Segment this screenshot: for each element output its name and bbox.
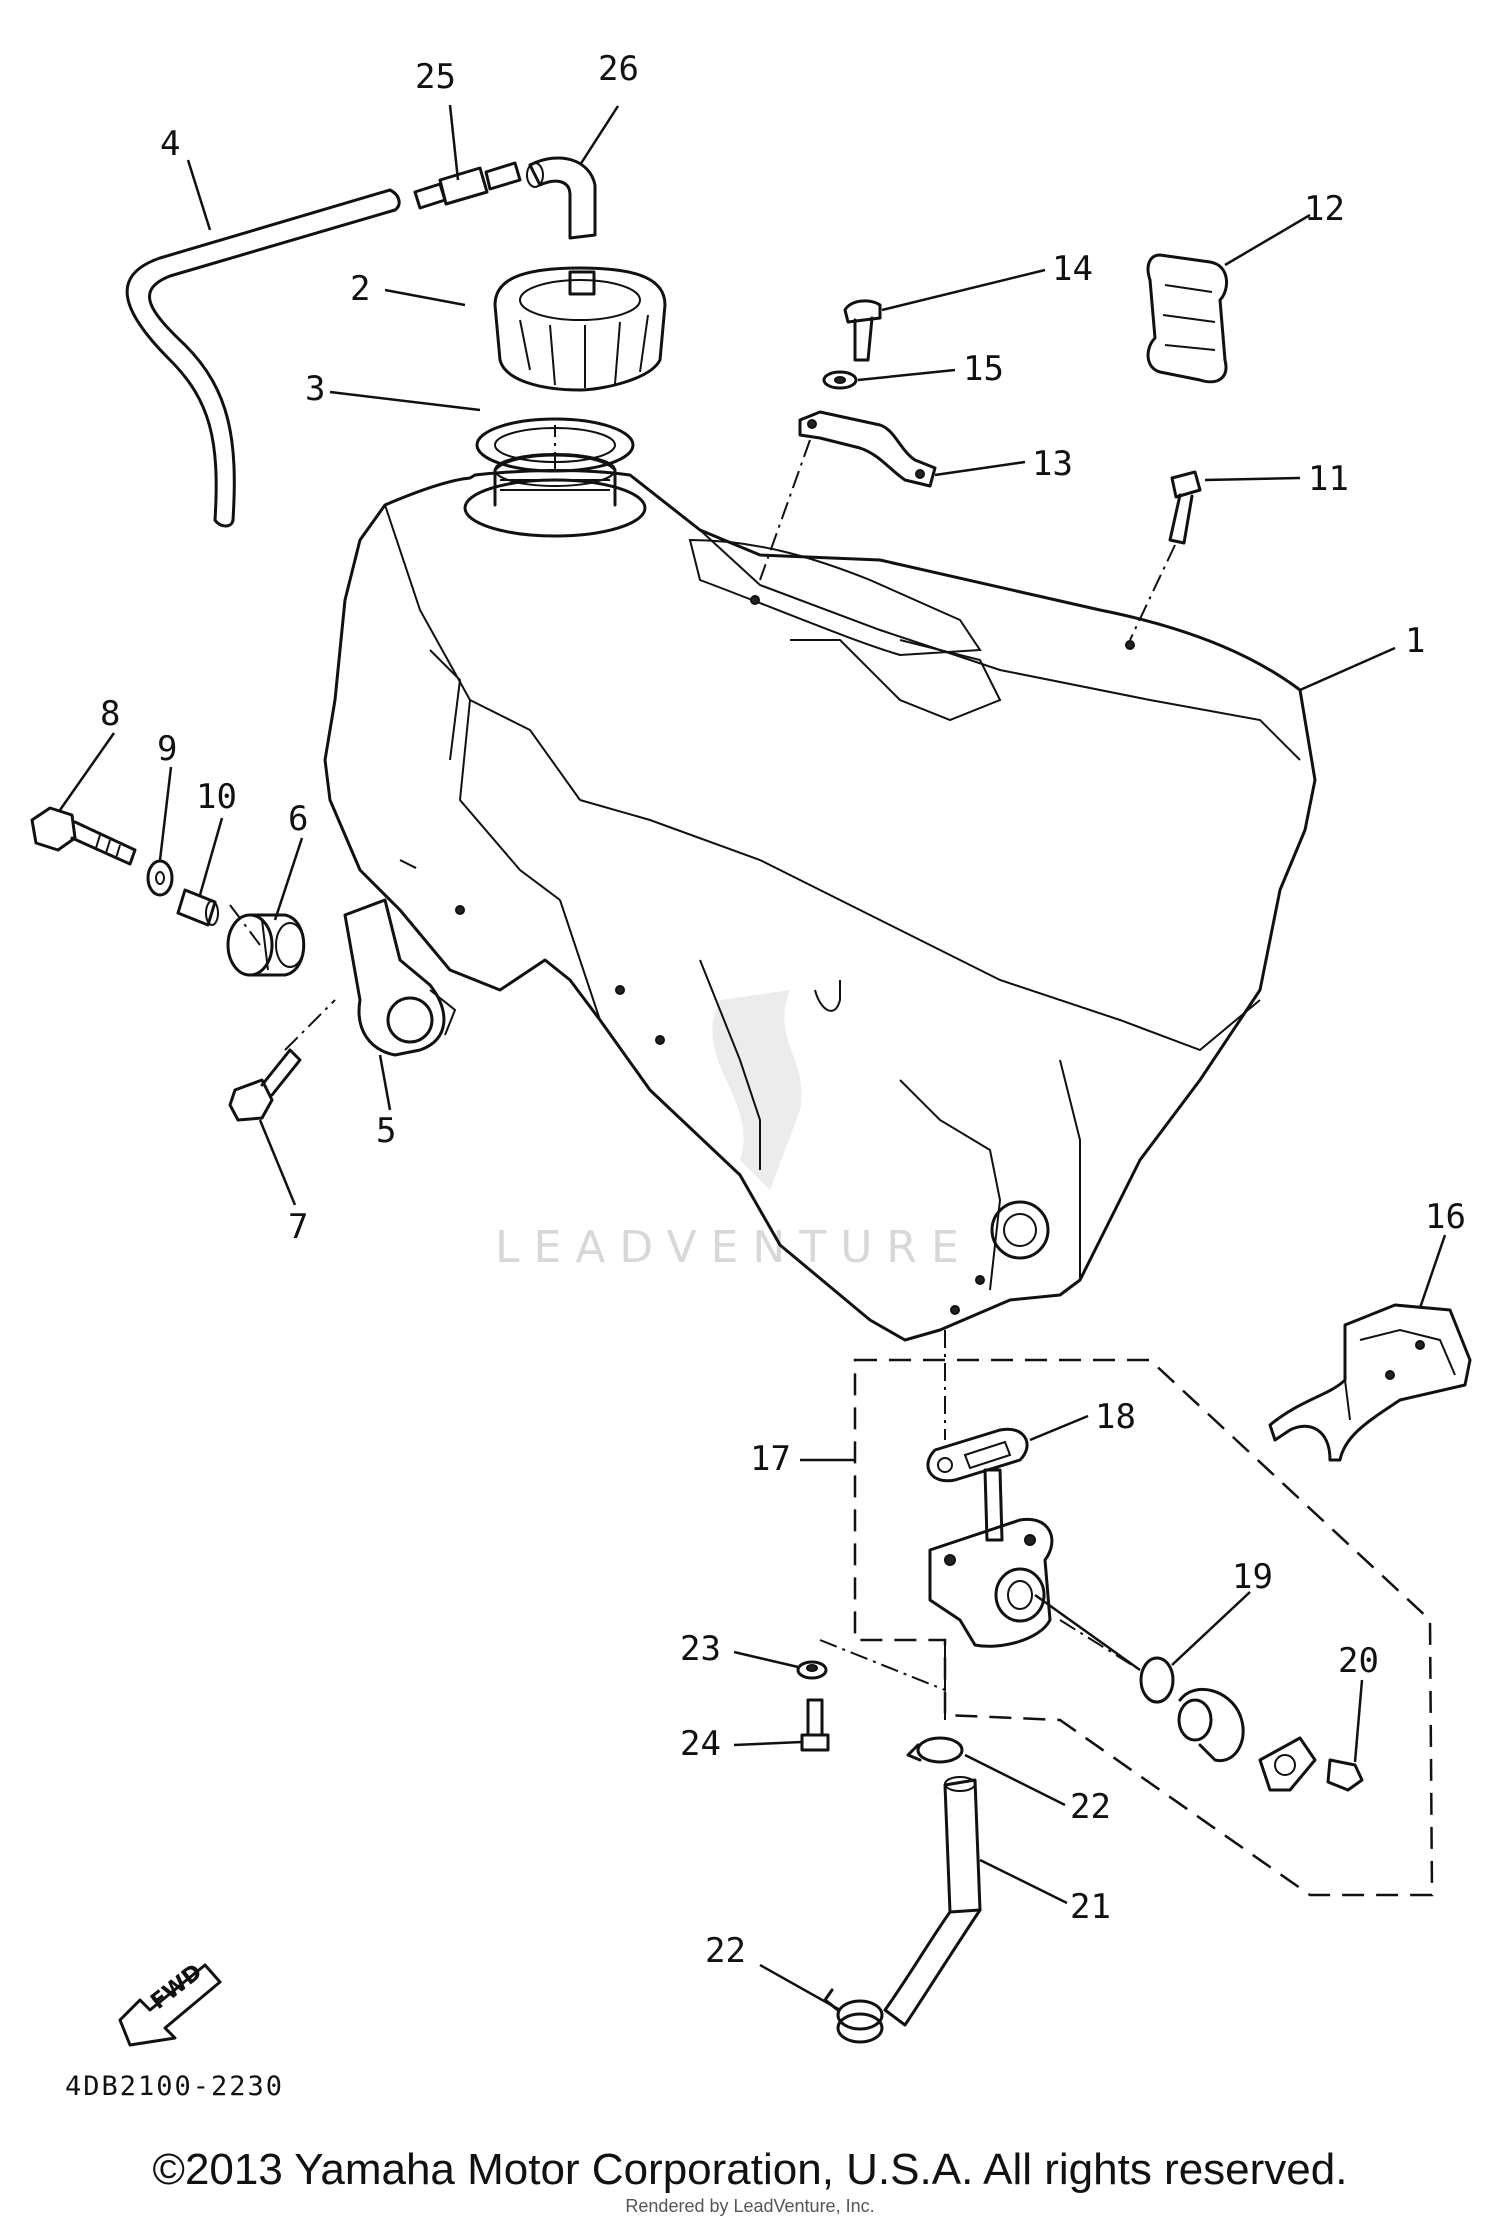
fuel-cock-body xyxy=(928,1468,1054,1648)
bracket-part-5 xyxy=(343,898,457,1057)
callout-1: 1 xyxy=(1405,621,1425,661)
callout-15: 15 xyxy=(963,349,1004,389)
callout-6: 6 xyxy=(288,799,308,839)
callout-20: 20 xyxy=(1338,1641,1379,1681)
callout-19: 19 xyxy=(1232,1557,1273,1597)
fuel-cap-part-2 xyxy=(493,266,667,392)
screw-part-14 xyxy=(843,299,882,362)
callout-18: 18 xyxy=(1095,1397,1136,1437)
callout-3: 3 xyxy=(305,369,325,409)
lever-part-20-group xyxy=(1177,1687,1364,1792)
callout-4: 4 xyxy=(160,124,180,164)
band-part-12 xyxy=(1146,253,1229,384)
callout-11: 11 xyxy=(1308,459,1349,499)
fwd-arrow-icon: FWD xyxy=(118,1960,222,2047)
callout-10: 10 xyxy=(196,777,237,817)
callout-2: 2 xyxy=(350,269,370,309)
callout-14: 14 xyxy=(1052,249,1093,289)
washer-part-23 xyxy=(796,1660,828,1680)
breather-hose-part-4 xyxy=(125,188,401,528)
gasket-part-18 xyxy=(926,1427,1029,1483)
hose-clip-part-22-upper xyxy=(906,1736,964,1764)
collar-part-10 xyxy=(176,888,219,927)
callout-5: 5 xyxy=(376,1111,396,1151)
o-ring-part-19 xyxy=(1139,1656,1175,1704)
callout-9: 9 xyxy=(157,729,177,769)
fwd-label: FWD xyxy=(146,1960,207,2015)
callout-7: 7 xyxy=(288,1207,308,1247)
plate-part-13 xyxy=(798,410,937,488)
fuel-hose-part-21 xyxy=(883,1776,982,2027)
assembly-boundary-17 xyxy=(853,1358,1434,1897)
assembly-guide-lines xyxy=(229,425,1176,1720)
diagram-code: 4DB2100-2230 xyxy=(65,2071,284,2102)
callout-13: 13 xyxy=(1032,444,1073,484)
callout-22-upper: 22 xyxy=(1070,1787,1111,1827)
hose-clip-part-22-lower xyxy=(823,1988,884,2044)
callout-24: 24 xyxy=(680,1724,721,1764)
callout-16: 16 xyxy=(1425,1197,1466,1237)
callout-25: 25 xyxy=(415,57,456,97)
leadventure-watermark: LEADVENTURE xyxy=(495,990,973,1273)
callout-leaders xyxy=(58,104,1447,2012)
elbow-hose-part-26 xyxy=(526,156,597,240)
fuel-tank-part-1 xyxy=(323,453,1317,1342)
callout-26: 26 xyxy=(598,49,639,89)
protector-part-16 xyxy=(1268,1303,1472,1462)
copyright-notice: ©2013 Yamaha Motor Corporation, U.S.A. A… xyxy=(152,2145,1348,2194)
callout-12: 12 xyxy=(1304,189,1345,229)
callout-22-lower: 22 xyxy=(705,1931,746,1971)
callout-numbers: 1 2 3 4 5 6 7 8 9 10 11 12 13 14 15 16 1… xyxy=(100,49,1466,1971)
bolt-part-7 xyxy=(228,1048,302,1122)
bolt-part-8 xyxy=(30,806,137,866)
watermark-text: LEADVENTURE xyxy=(495,1222,973,1273)
callout-23: 23 xyxy=(680,1629,721,1669)
rendered-by-notice: Rendered by LeadVenture, Inc. xyxy=(625,2196,875,2216)
hose-joint-part-25 xyxy=(413,161,522,210)
bolt-part-11 xyxy=(1168,470,1202,545)
washer-part-9 xyxy=(146,859,174,897)
callout-21: 21 xyxy=(1070,1887,1111,1927)
damper-part-6 xyxy=(226,913,306,977)
screw-part-24 xyxy=(800,1698,830,1752)
callout-8: 8 xyxy=(100,694,120,734)
callout-17: 17 xyxy=(750,1439,791,1479)
washer-part-15 xyxy=(822,370,858,390)
